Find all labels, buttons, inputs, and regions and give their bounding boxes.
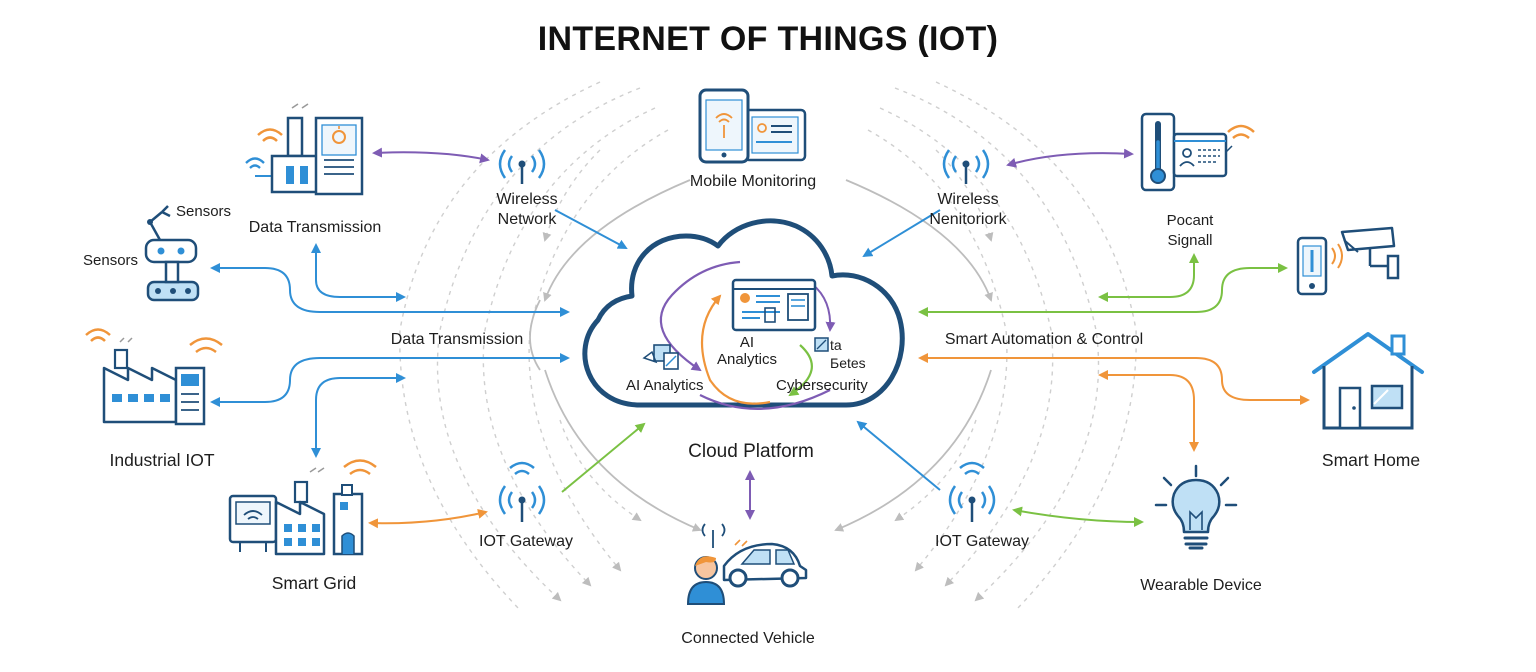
arrow-gateway-bulb	[1012, 506, 1144, 527]
arrow-camera-cloud	[918, 263, 1288, 317]
smart-automation-label: Smart Automation & Control	[944, 331, 1144, 348]
robot-arm-icon	[144, 205, 200, 302]
analytics-icon	[642, 344, 679, 370]
wireless-tower-icon-right	[942, 149, 990, 184]
arrow-sensors-data	[311, 243, 406, 302]
sensors-robot-label: Sensors	[176, 203, 232, 220]
cloud-platform	[582, 218, 905, 410]
light-bulb-icon	[1154, 464, 1238, 550]
arrow-factory-wireless	[372, 147, 490, 164]
diagram-title: INTERNET OF THINGS (IOT)	[537, 20, 999, 58]
arrow-automation-bulb	[1098, 370, 1199, 452]
cloud-ai-analytics-center-label: AI Analytics	[716, 334, 778, 368]
mobile-monitoring-label: Mobile Monitoring	[689, 173, 817, 190]
wireless-tower-icon-left	[498, 149, 546, 184]
wireless-network-left-label: Wireless Network	[496, 191, 558, 228]
arrow-wireless-thermo	[1006, 148, 1134, 168]
smart-home-label: Smart Home	[1321, 450, 1421, 470]
data-transmission-top-label: Data Transmission	[248, 219, 382, 236]
wearable-device-label: Wearable Device	[1140, 577, 1262, 594]
data-transmission-mid-label: Data Transmission	[390, 331, 524, 348]
cloud-data-betes-label: ta Бetes	[830, 337, 866, 371]
data-box-icon	[814, 337, 829, 352]
smart-grid-icon	[228, 459, 377, 556]
arrow-industrial-cloud	[210, 353, 570, 407]
cloud-cybersecurity-label: Cybersecurity	[776, 377, 868, 394]
smart-grid-label: Smart Grid	[271, 573, 357, 593]
industrial-iot-label: Industrial IOT	[109, 450, 215, 470]
arrow-cloud-smarthome	[918, 353, 1310, 405]
thermometer-dashboard-icon	[1140, 112, 1255, 192]
connection-arrows	[210, 147, 1310, 529]
iot-gateway-icon-left	[498, 461, 546, 522]
wireless-network-right-label: Wireless Nenitoriork	[929, 191, 1007, 228]
connected-vehicle-label: Connected Vehicle	[681, 630, 815, 647]
arrow-data-smartgrid	[311, 373, 406, 458]
mobile-device-icon	[698, 88, 807, 164]
arrow-signal-automation	[1098, 253, 1199, 302]
iot-gateway-left-label: IOT Gateway	[479, 533, 573, 550]
iot-gateway-right-label: IOT Gateway	[935, 533, 1029, 550]
dashboard-icon	[731, 278, 817, 332]
iot-gateway-icon-right	[948, 461, 996, 522]
sensors-left-label: Sensors	[83, 252, 139, 269]
cloud-platform-label: Cloud Platform	[688, 441, 814, 462]
sensor-camera-icon	[1296, 226, 1400, 296]
factory-dashboard-icon	[245, 103, 364, 196]
arrow-wireless-cloud-right	[862, 209, 941, 258]
arrow-robot-cloud	[210, 263, 570, 317]
cloud-ai-analytics-left-label: AI Analytics	[626, 377, 704, 394]
pocant-signall-label: Pocant Signall	[1166, 212, 1214, 249]
house-icon	[1312, 332, 1424, 430]
connected-vehicle-icon	[686, 523, 808, 605]
industrial-factory-icon	[85, 328, 223, 426]
arrow-gateway-cloud-left	[561, 422, 646, 493]
arrow-wireless-cloud-left	[554, 209, 628, 249]
arrow-smartgrid-gateway	[368, 508, 488, 529]
arrow-gateway-cloud-right	[856, 420, 941, 491]
